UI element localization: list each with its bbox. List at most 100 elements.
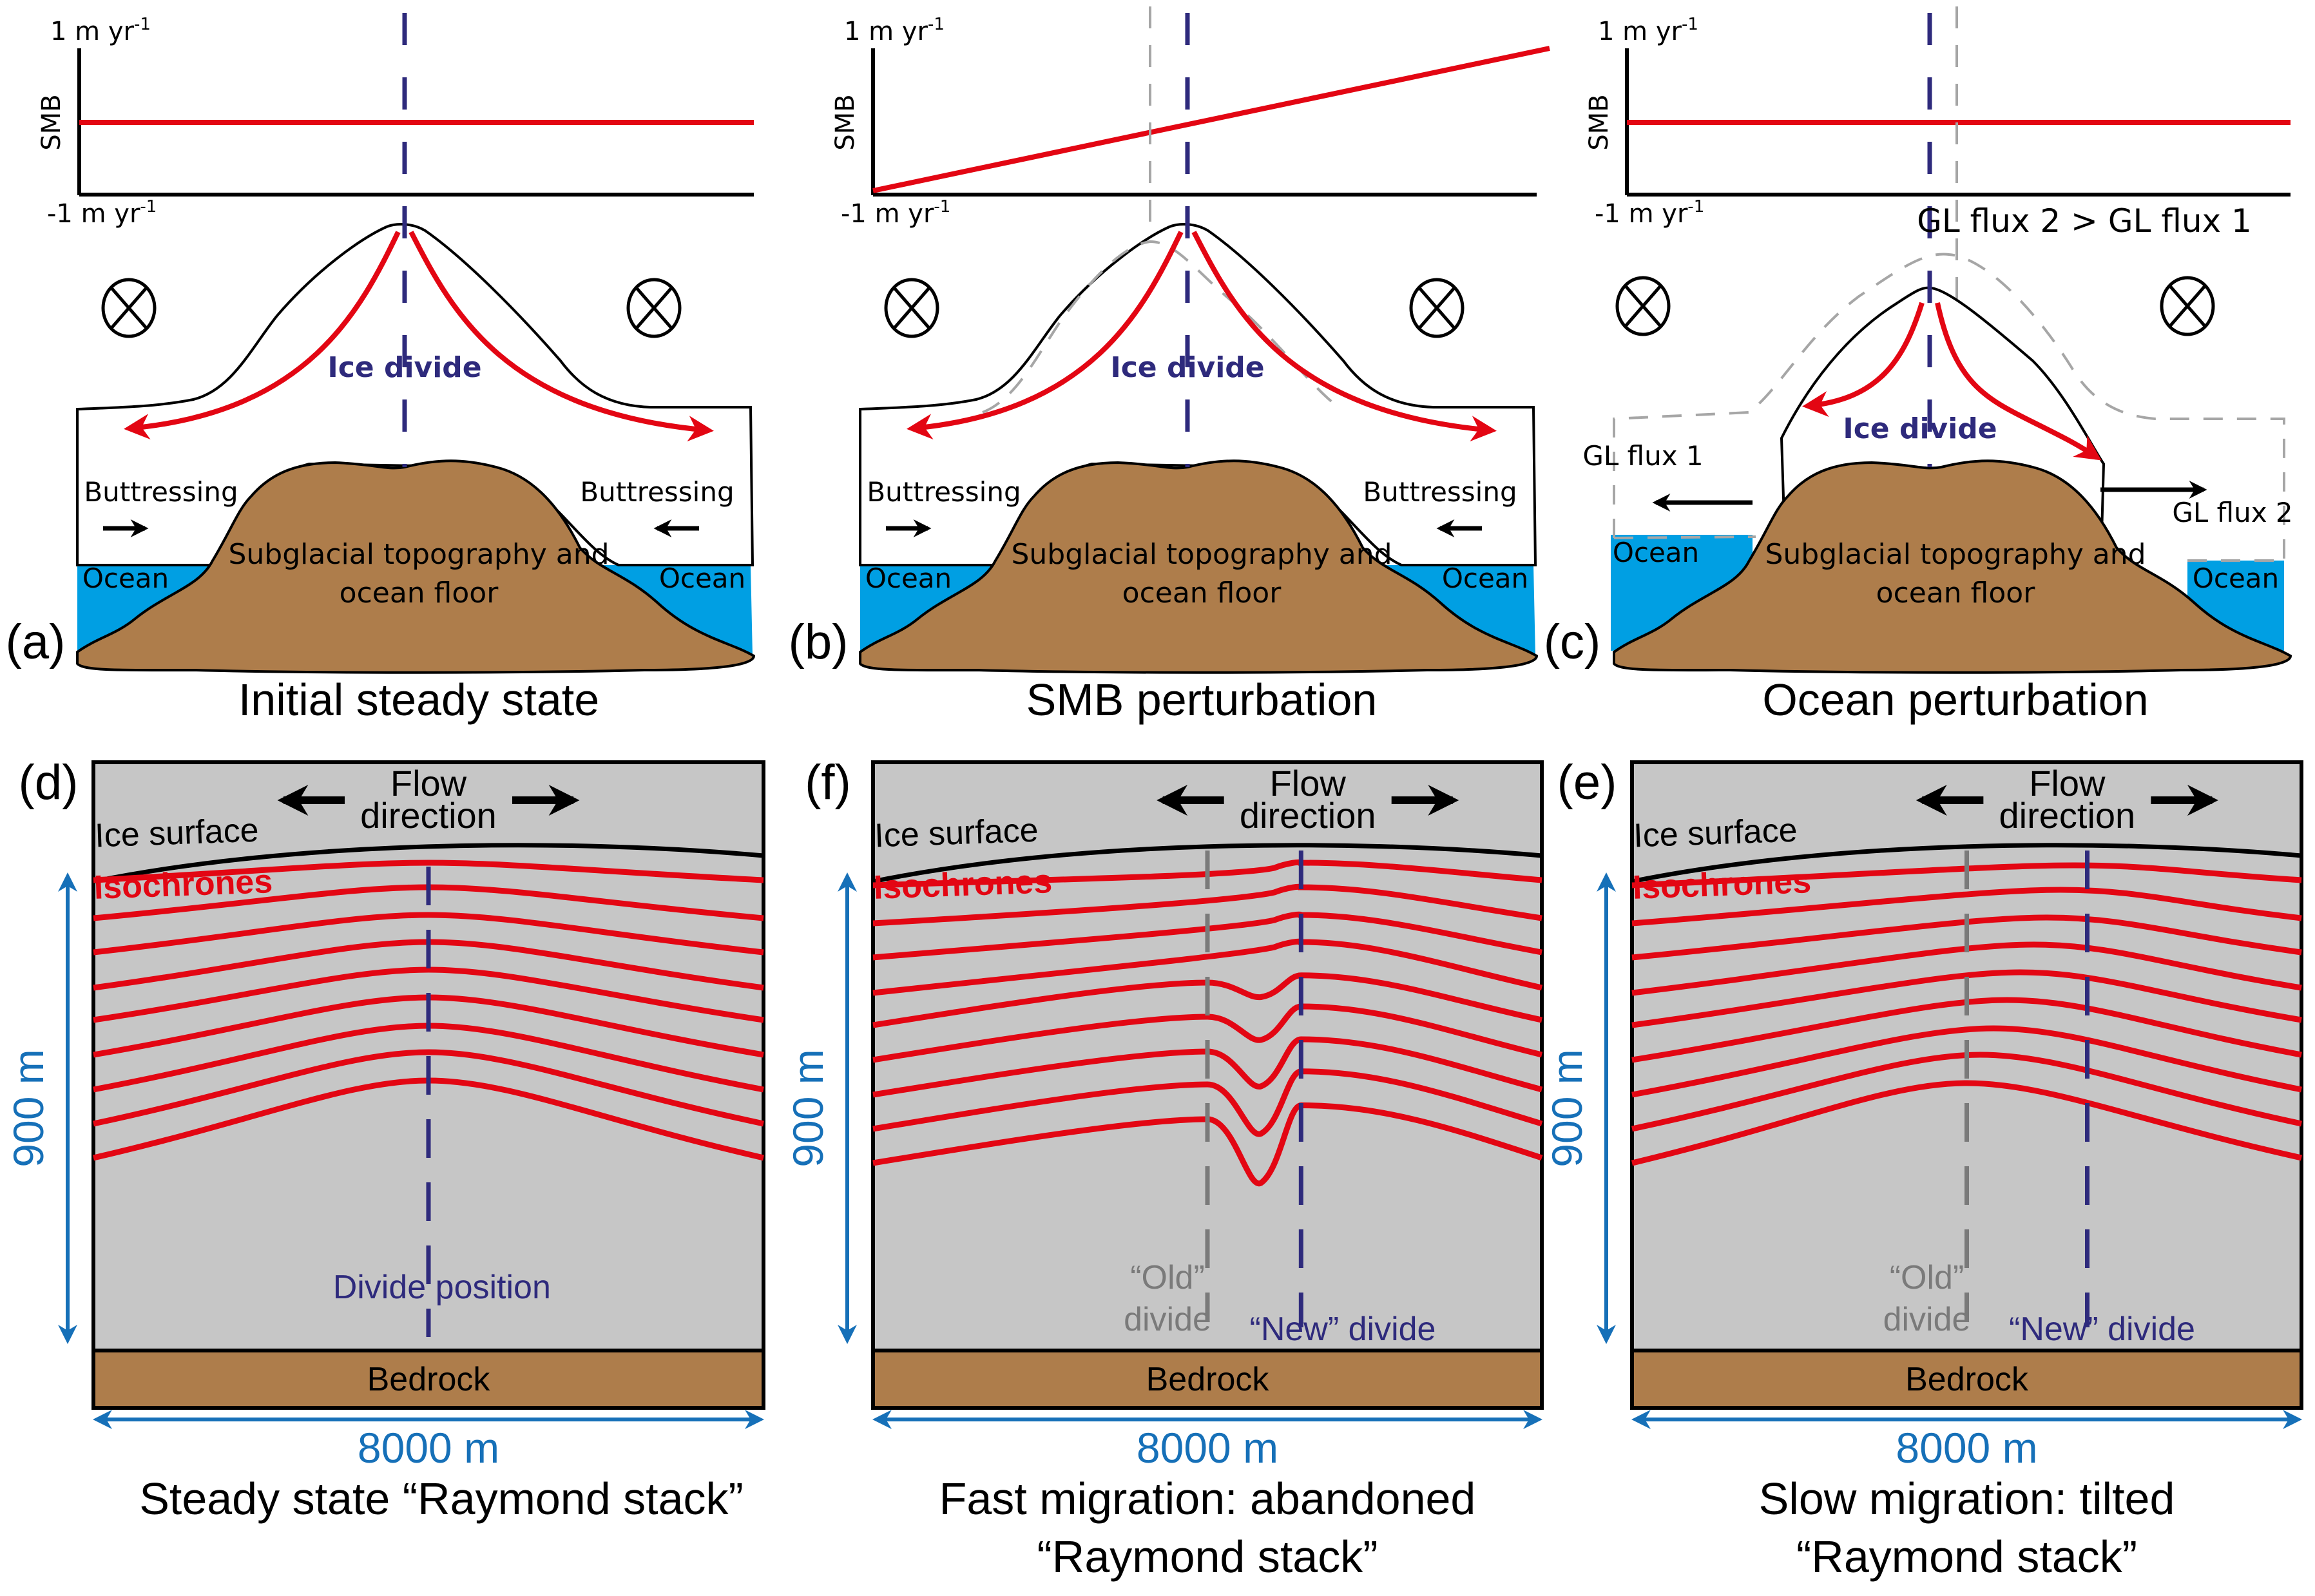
isochrone-line [1631,1052,2302,1132]
topography-label: Subglacial topography and [1011,538,1392,571]
smb-axis-tick-label: 1 m yr-1 [844,15,945,46]
ocean-label-left: Ocean [82,562,169,594]
isochrone-line [1631,941,2302,996]
tick-value: 1 m yr [1598,17,1682,46]
subglacial-topography [76,459,756,674]
topography-label-line2: ocean floor [340,577,499,610]
panel-letter: (f) [805,755,851,810]
panel-caption: Initial steady state [238,675,599,725]
flow-arrow-right [1191,231,1497,442]
ocean-label-right: Ocean [659,562,745,594]
flow-arrow-left [124,231,401,440]
tick-value: 1 m yr [50,17,135,46]
circle [1615,276,1671,336]
flow-arrow-left [1802,302,1925,418]
flow-direction-label-line2: direction [1999,795,2136,836]
ice-surface-label: Ice surface [1633,812,1798,855]
tick-superscript: -1 [928,15,945,34]
into-page-symbol-icon [626,278,682,338]
into-page-symbol-icon [2160,276,2215,336]
original-ice-surface-outline [982,240,1338,414]
panel-frame [91,760,765,1410]
ice-divide-label: Ice divide [327,351,481,384]
panel-f-fast-migration: “Old”divide“New” divideFlowdirectionIce … [784,755,1544,1582]
old-divide-label-line2: divide [1124,1301,1211,1338]
cross-line [110,287,148,329]
smb-axis-tick-label: 1 m yr-1 [50,15,151,46]
ice-surface-line [872,843,1542,884]
circle [101,278,157,338]
isochrone-line [872,1068,1543,1137]
isochrone-line [1631,1025,2302,1098]
gl-flux-1-label: GL flux 1 [1582,440,1703,472]
tick-superscript: -1 [134,15,151,34]
smb-axis-label: SMB [1584,94,1614,150]
subglacial-topography [1613,459,2292,674]
tick-superscript: -1 [1682,15,1698,34]
flow-direction-label: Flow [2029,763,2106,803]
new-divide-label: “New” divide [2009,1311,2195,1348]
flow-arrow-left [907,231,1184,440]
ocean-label-left: Ocean [1613,537,1699,568]
ice-surface-label: Ice surface [874,812,1039,855]
buttressing-label-left: Buttressing [84,476,238,508]
panel-frame [1630,760,2303,1410]
tick-value: -1 m yr [841,199,934,229]
isochrone-line [93,860,764,883]
isochrones-label: Isochrones [873,863,1053,907]
panel-caption: Steady state “Raymond stack” [139,1474,744,1524]
panel-caption-line2: “Raymond stack” [1796,1532,2137,1582]
ocean-label-right: Ocean [2193,562,2279,594]
isochrone-line [872,1102,1543,1187]
smb-axis-tick-label: -1 m yr-1 [1595,197,1704,229]
flow-direction-label: Flow [390,763,467,803]
isochrones-label: Isochrones [1632,863,1812,907]
topography-label: Subglacial topography and [1765,538,2146,571]
smb-axis-tick-label: 1 m yr-1 [1598,15,1698,46]
old-divide-label: “Old” [1130,1259,1205,1296]
flow-direction-label: Flow [1270,763,1347,803]
flow-arrow-right [1935,302,2102,461]
tick-value: -1 m yr [1595,199,1688,229]
topography-label-line2: ocean floor [1876,577,2036,610]
into-page-symbol-icon [101,278,157,338]
isochrone-line [1631,862,2302,889]
cross-line [635,287,673,329]
height-scale-label: 900 m [1543,1049,1591,1167]
buttressing-label-right: Buttressing [1363,476,1517,508]
topography-label: Subglacial topography and [228,538,609,571]
topography-label-line2: ocean floor [1122,577,1282,610]
ice-surface-line [1631,843,2302,884]
ice-surface-line [93,843,764,884]
smb-axis-tick-label: -1 m yr-1 [47,197,157,229]
tick-value: -1 m yr [47,199,140,229]
cross-line [1624,285,1662,327]
isochrone-line [872,1003,1543,1063]
isochrone-line [93,1049,764,1127]
ice-divide-label: Ice divide [1843,412,1997,445]
ice-surface-label: Ice surface [94,812,259,855]
new-divide-label: “New” divide [1250,1311,1436,1348]
smb-axis-label: SMB [37,94,66,150]
panel-caption: Fast migration: abandoned [939,1474,1476,1524]
panel-e-slow-migration: “Old”divide“New” divideFlowdirectionIce … [1543,755,2303,1582]
panel-caption-line2: “Raymond stack” [1037,1532,1378,1582]
into-page-symbol-icon [1409,278,1465,338]
panel-letter: (c) [1544,615,1601,669]
width-scale-label: 8000 m [1137,1424,1278,1472]
isochrones-label: Isochrones [93,863,273,907]
isochrone-line [872,1036,1543,1098]
subglacial-topography [859,459,1539,674]
isochrone-group [872,859,1543,1187]
tick-superscript: -1 [1687,197,1704,216]
bedrock-region [871,1349,1544,1410]
bedrock-label: Bedrock [1905,1361,2029,1398]
panel-letter: (e) [1557,755,1617,810]
height-scale-label: 900 m [784,1049,832,1167]
bedrock-label: Bedrock [1146,1361,1270,1398]
tick-superscript: -1 [140,197,157,216]
circle [626,278,682,338]
